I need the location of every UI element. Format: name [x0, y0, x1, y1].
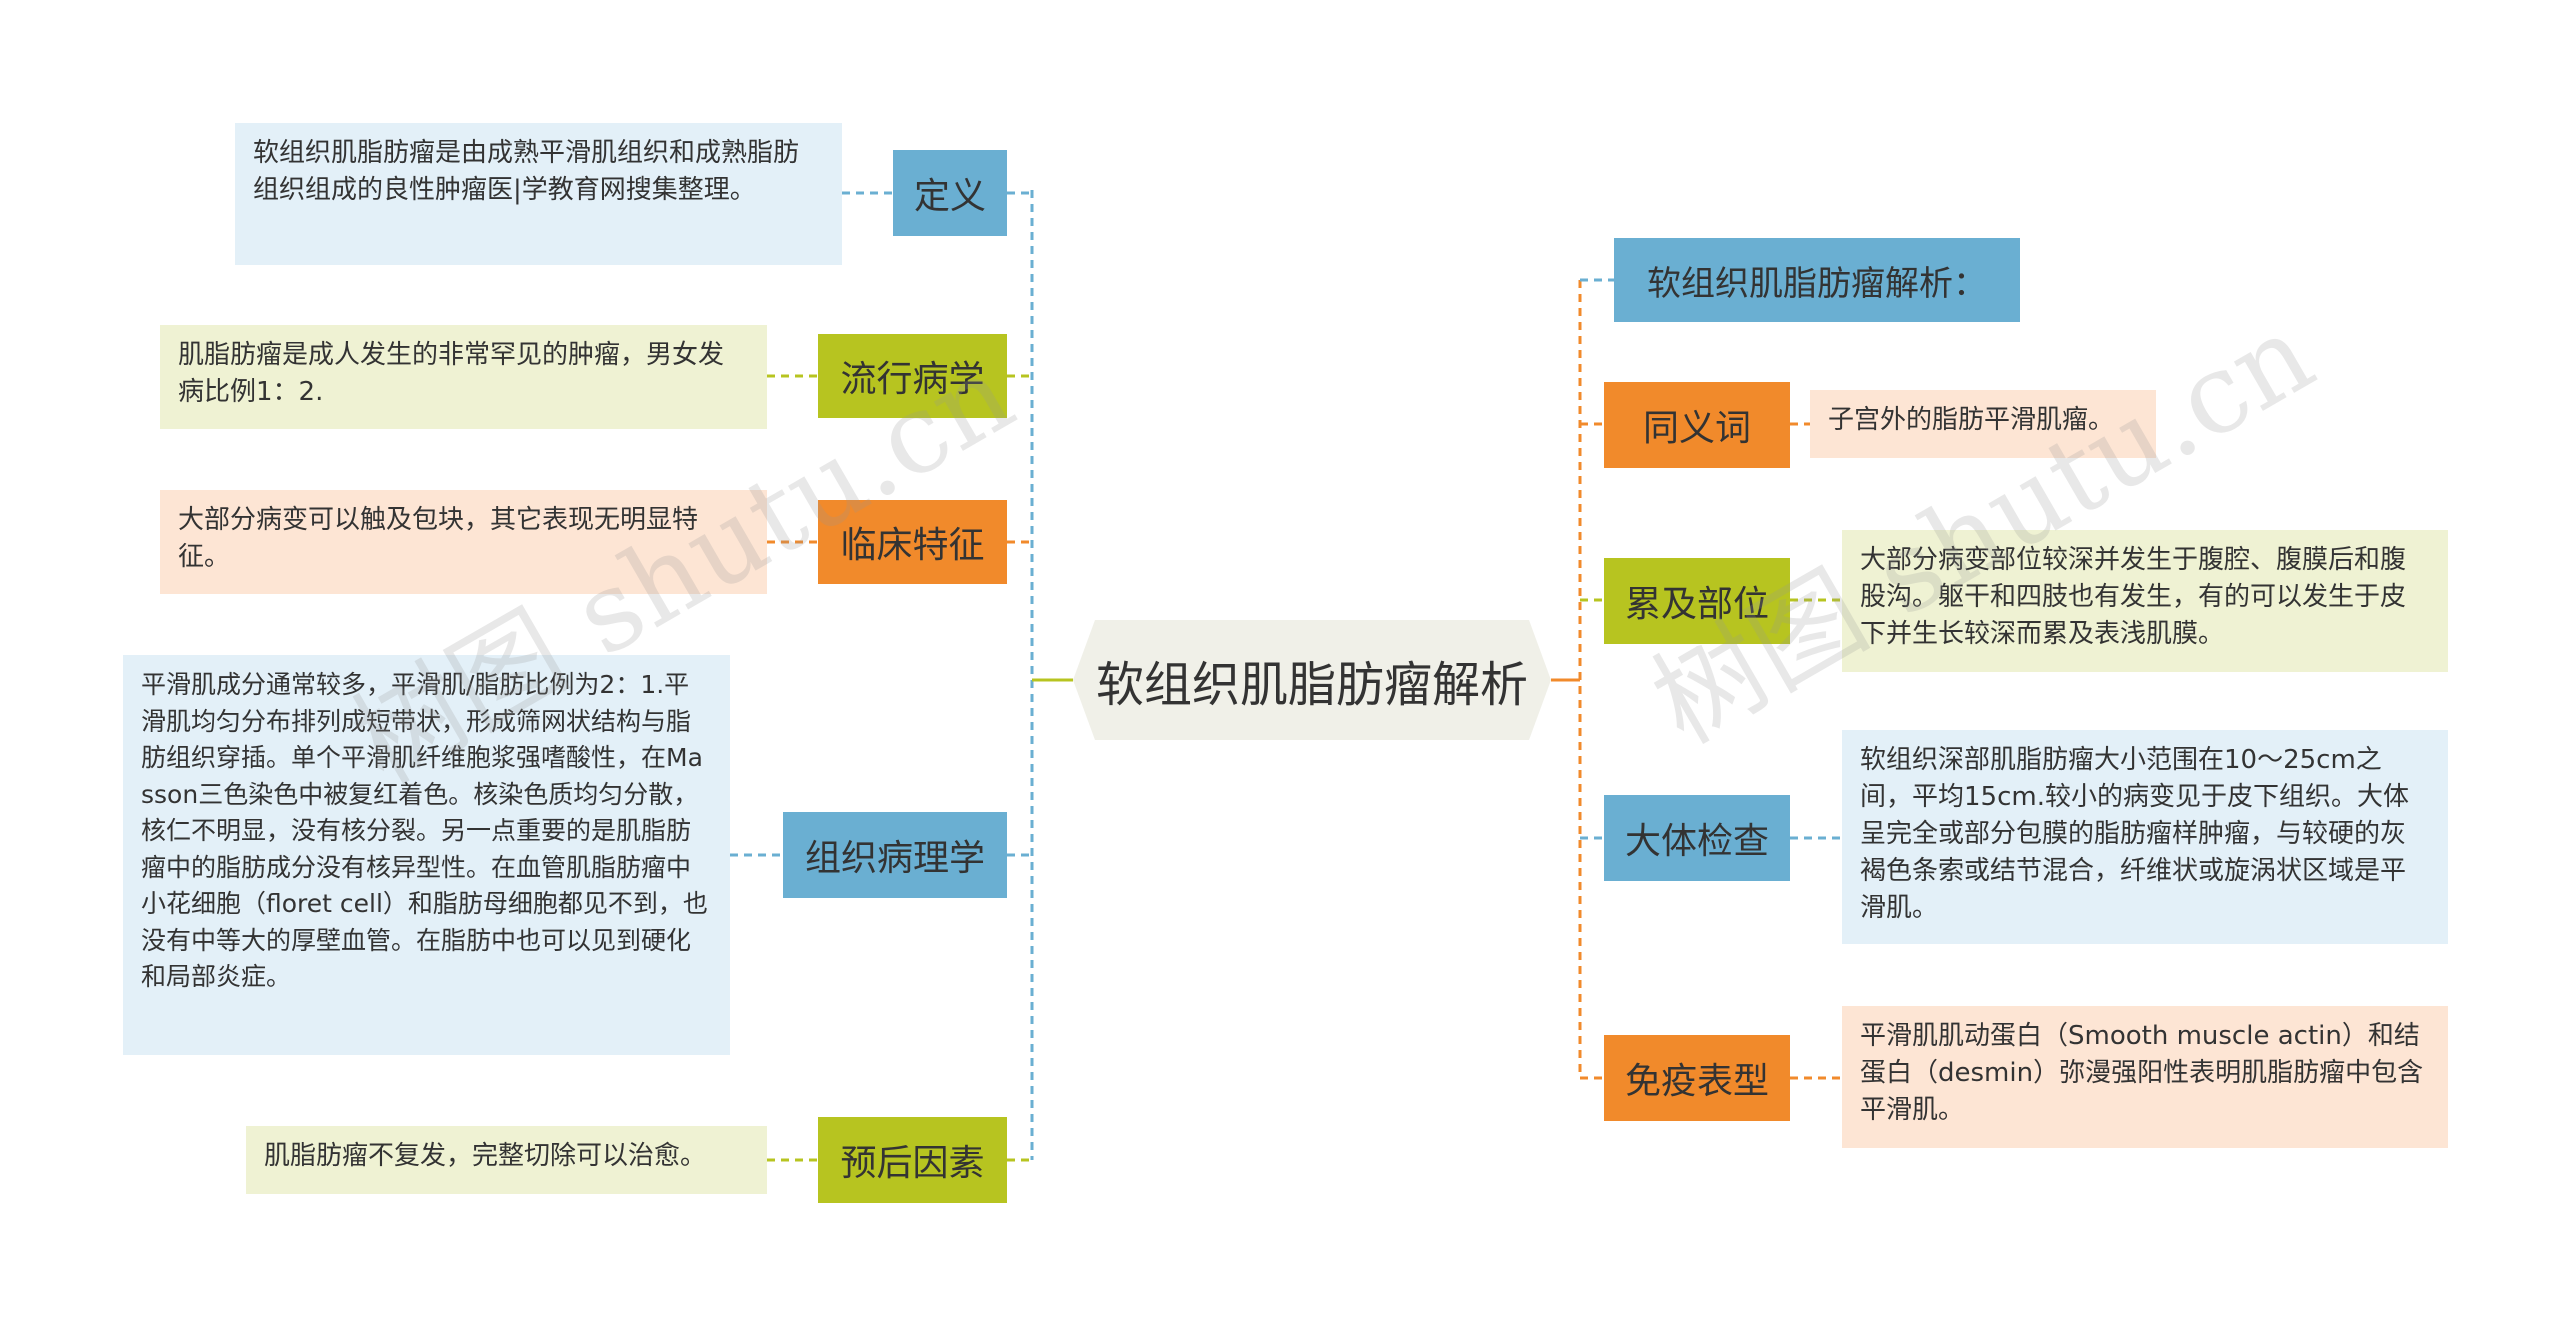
node-definition[interactable]: 定义: [893, 150, 1007, 236]
sub-heading[interactable]: 软组织肌脂肪瘤解析：: [1614, 238, 2020, 322]
leaf-immunophenotype[interactable]: 平滑肌肌动蛋白（Smooth muscle actin）和结蛋白（desmin）…: [1842, 1006, 2448, 1148]
central-topic[interactable]: 软组织肌脂肪瘤解析: [1073, 620, 1551, 740]
node-clinical[interactable]: 临床特征: [818, 500, 1007, 584]
leaf-location[interactable]: 大部分病变部位较深并发生于腹腔、腹膜后和腹股沟。躯干和四肢也有发生，有的可以发生…: [1842, 530, 2448, 672]
leaf-prognosis[interactable]: 肌脂肪瘤不复发，完整切除可以治愈。: [246, 1126, 767, 1194]
node-gross[interactable]: 大体检查: [1604, 795, 1790, 881]
leaf-histopathology[interactable]: 平滑肌成分通常较多，平滑肌/脂肪比例为2：1.平滑肌均匀分布排列成短带状，形成筛…: [123, 655, 730, 1055]
leaf-clinical[interactable]: 大部分病变可以触及包块，其它表现无明显特征。: [160, 490, 767, 594]
leaf-epidemiology[interactable]: 肌脂肪瘤是成人发生的非常罕见的肿瘤，男女发病比例1：2.: [160, 325, 767, 429]
node-location[interactable]: 累及部位: [1604, 558, 1790, 644]
node-synonym[interactable]: 同义词: [1604, 382, 1790, 468]
node-immunophenotype[interactable]: 免疫表型: [1604, 1035, 1790, 1121]
leaf-synonym[interactable]: 子宫外的脂肪平滑肌瘤。: [1810, 390, 2156, 458]
leaf-gross[interactable]: 软组织深部肌脂肪瘤大小范围在10～25cm之间，平均15cm.较小的病变见于皮下…: [1842, 730, 2448, 944]
node-prognosis[interactable]: 预后因素: [818, 1117, 1007, 1203]
node-epidemiology[interactable]: 流行病学: [818, 334, 1007, 418]
leaf-definition[interactable]: 软组织肌脂肪瘤是由成熟平滑肌组织和成熟脂肪组织组成的良性肿瘤医|学教育网搜集整理…: [235, 123, 842, 265]
node-histopathology[interactable]: 组织病理学: [783, 812, 1007, 898]
